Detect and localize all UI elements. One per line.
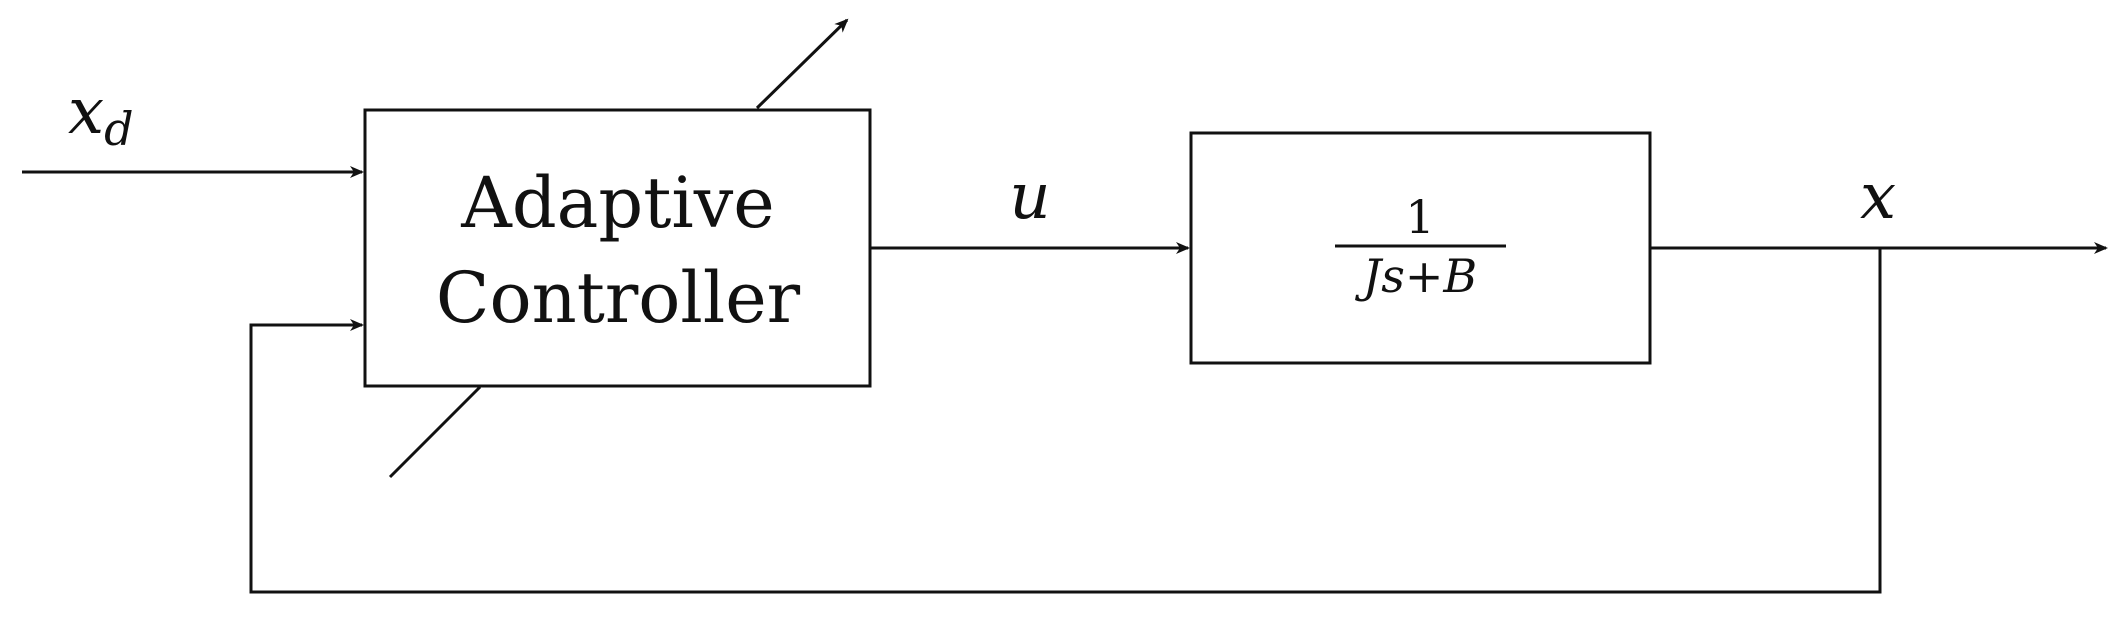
adaptive-controller-label-line1: Adaptive	[460, 162, 774, 244]
adaptive-controller-label-line2: Controller	[436, 257, 801, 339]
reference-label-subscript: d	[104, 102, 133, 156]
plant-block	[1189, 131, 1652, 365]
reference-label-base: x	[68, 75, 104, 149]
plant-numerator: 1	[1405, 190, 1434, 244]
plant-denominator: Js+B	[1355, 249, 1477, 303]
adaptive-controller-block	[363, 108, 872, 388]
adaptation-arrow-lower	[388, 385, 482, 479]
control-signal-label: u	[1009, 160, 1050, 234]
reference-label: xd	[68, 75, 134, 156]
feedback-path	[249, 248, 1882, 594]
adaptation-arrow-upper	[755, 18, 849, 110]
output-label: x	[1860, 160, 1896, 234]
